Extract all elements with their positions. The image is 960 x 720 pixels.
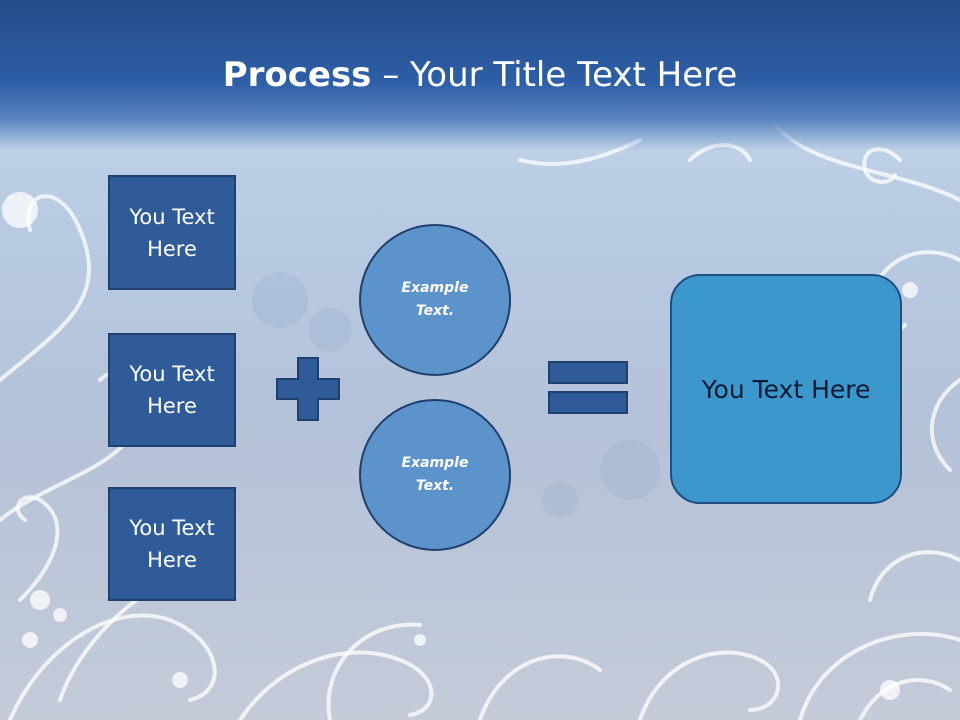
- page-title: Process – Your Title Text Here: [0, 52, 960, 98]
- process-box-label: You Text Here: [129, 516, 215, 572]
- title-bar: [0, 0, 960, 150]
- plus-icon: [276, 357, 340, 421]
- equals-icon: [548, 361, 628, 414]
- title-bold: Process: [222, 55, 372, 95]
- process-box-1: You Text Here: [108, 175, 236, 290]
- result-box: You Text Here: [670, 274, 902, 504]
- title-rest: – Your Title Text Here: [371, 55, 738, 95]
- example-circle-2: Example Text.: [359, 399, 511, 551]
- process-box-label: You Text Here: [129, 362, 215, 418]
- process-box-label: You Text Here: [129, 204, 215, 261]
- process-box-3: You Text Here: [108, 487, 236, 601]
- circle-label: Example Text.: [401, 455, 469, 494]
- example-circle-1: Example Text.: [359, 224, 511, 376]
- result-label: You Text Here: [701, 374, 871, 404]
- circle-label: Example Text.: [401, 280, 469, 319]
- process-box-2: You Text Here: [108, 333, 236, 447]
